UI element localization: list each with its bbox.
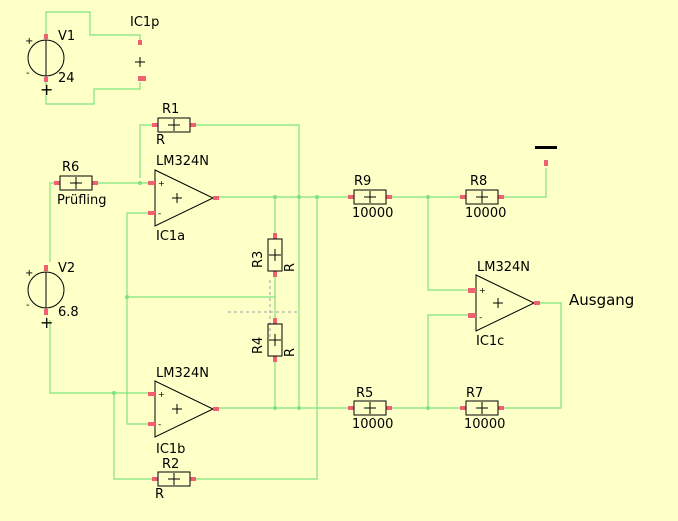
junction-dots bbox=[112, 181, 430, 410]
r5-label: R5 bbox=[356, 386, 373, 401]
opamp-ic1b[interactable]: + - LM324N IC1b bbox=[148, 366, 219, 457]
v2-minus-sign: - bbox=[26, 300, 30, 311]
v2-label: V2 bbox=[58, 261, 75, 276]
resistor-r9[interactable]: R9 10000 bbox=[348, 174, 393, 221]
r1-value: R bbox=[156, 133, 165, 148]
output-label: Ausgang bbox=[569, 291, 634, 309]
ic1a-minus-input: - bbox=[158, 209, 161, 219]
r1-label: R1 bbox=[162, 102, 179, 117]
ic1c-type: LM324N bbox=[477, 260, 530, 275]
ic1c-label: IC1c bbox=[476, 334, 504, 349]
crosshair-cursor bbox=[228, 280, 300, 340]
r8-value: 10000 bbox=[465, 206, 506, 221]
ic1a-type: LM324N bbox=[156, 154, 209, 169]
v2-plus-large: + bbox=[40, 313, 53, 332]
r3-label: R3 bbox=[251, 251, 266, 268]
v1-value: 24 bbox=[58, 71, 75, 86]
r6-label: R6 bbox=[62, 160, 79, 175]
v1-label: V1 bbox=[58, 29, 75, 44]
opamp-ic1c[interactable]: + - LM324N IC1c bbox=[468, 260, 540, 349]
ic1a-label: IC1a bbox=[156, 229, 185, 244]
r7-value: 10000 bbox=[464, 417, 505, 432]
resistor-r3[interactable]: R3 R bbox=[251, 233, 298, 277]
v1-plus-sign: + bbox=[25, 36, 33, 47]
resistor-r2[interactable]: R2 R bbox=[152, 457, 196, 502]
ic1p-power[interactable]: IC1p bbox=[130, 15, 159, 81]
resistor-r1[interactable]: R1 R bbox=[152, 102, 196, 148]
v2-value: 6.8 bbox=[58, 305, 79, 320]
resistor-r7[interactable]: R7 10000 bbox=[460, 386, 505, 432]
ic1a-plus-input: + bbox=[158, 179, 165, 188]
r5-value: 10000 bbox=[352, 417, 393, 432]
v2-plus-sign: + bbox=[25, 268, 33, 279]
voltage-source-v2[interactable]: + - + V2 6.8 bbox=[25, 261, 79, 332]
r2-value: R bbox=[155, 487, 164, 502]
resistor-r5[interactable]: R5 10000 bbox=[348, 386, 393, 432]
r9-value: 10000 bbox=[352, 206, 393, 221]
v1-minus-sign: - bbox=[26, 68, 30, 79]
resistor-r4[interactable]: R4 R bbox=[251, 318, 298, 362]
ic1c-minus-input: - bbox=[479, 313, 482, 323]
resistor-r8[interactable]: R8 10000 bbox=[460, 174, 506, 221]
wires bbox=[45, 11, 562, 480]
r2-label: R2 bbox=[162, 457, 179, 472]
ic1b-type: LM324N bbox=[156, 366, 209, 381]
opamp-ic1a[interactable]: + - LM324N IC1a bbox=[148, 154, 219, 244]
v1-plus-large: + bbox=[40, 80, 53, 99]
ic1p-label: IC1p bbox=[130, 15, 159, 30]
ground-symbol bbox=[535, 146, 557, 166]
ic1b-plus-input: + bbox=[158, 390, 165, 399]
ic1c-plus-input: + bbox=[479, 286, 486, 295]
r8-label: R8 bbox=[470, 174, 487, 189]
r4-label: R4 bbox=[251, 337, 266, 354]
ic1b-label: IC1b bbox=[156, 442, 185, 457]
resistor-r6[interactable]: R6 Prüfling bbox=[54, 160, 107, 208]
r4-value: R bbox=[283, 348, 298, 357]
r7-label: R7 bbox=[466, 386, 483, 401]
ic1b-minus-input: - bbox=[158, 420, 161, 430]
r6-value: Prüfling bbox=[57, 193, 107, 208]
r9-label: R9 bbox=[354, 174, 371, 189]
voltage-source-v1[interactable]: + - + V1 24 bbox=[25, 29, 75, 99]
r3-value: R bbox=[283, 263, 298, 272]
